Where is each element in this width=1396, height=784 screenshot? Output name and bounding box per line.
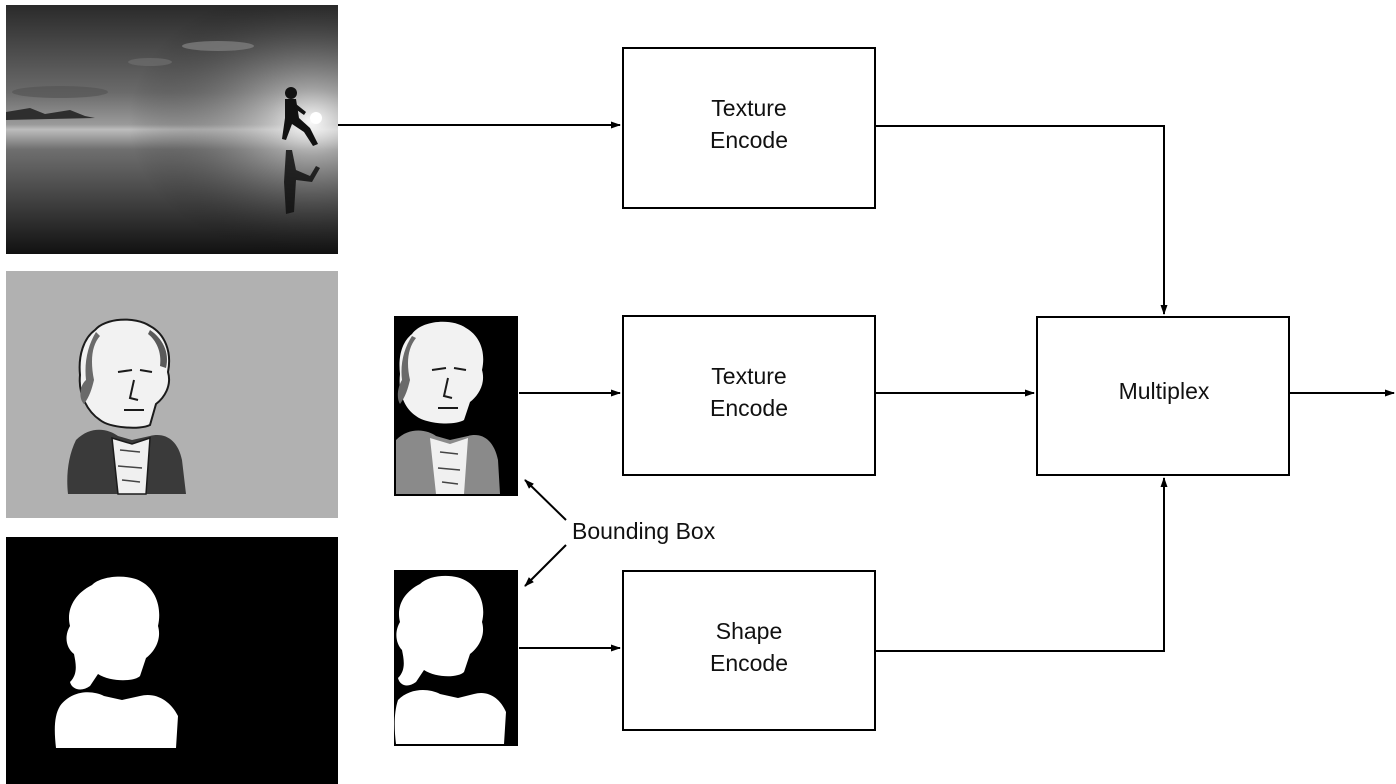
multiplex-box: Multiplex xyxy=(1036,316,1290,476)
texture-encode-box-middle: Texture Encode xyxy=(622,315,876,476)
arrow-top-encode-to-multiplex xyxy=(875,125,1168,315)
arrow-bounding-box-to-mask xyxy=(524,544,567,587)
shape-mask-bounding-box-crop xyxy=(394,570,518,746)
texture-encode-mid-line1: Texture xyxy=(711,363,786,389)
shape-encode-line2: Encode xyxy=(710,650,788,676)
arrow-bounding-box-to-portrait xyxy=(524,479,567,521)
texture-encode-top-line2: Encode xyxy=(710,127,788,153)
portrait-gray-background-image xyxy=(6,271,338,518)
beach-runner-photo xyxy=(6,5,338,254)
texture-encode-top-line1: Texture xyxy=(711,95,786,121)
texture-encode-mid-line2: Encode xyxy=(710,395,788,421)
arrow-shape-encode-to-multiplex xyxy=(875,477,1168,652)
washington-portrait-figure xyxy=(67,318,186,495)
multiplex-label: Multiplex xyxy=(1119,378,1210,404)
texture-encode-box-top: Texture Encode xyxy=(622,47,876,209)
portrait-bounding-box-crop xyxy=(394,316,518,496)
shape-encode-line1: Shape xyxy=(716,618,783,644)
shape-mask-full-image xyxy=(6,537,338,784)
bounding-box-label: Bounding Box xyxy=(572,518,716,544)
shape-encode-box: Shape Encode xyxy=(622,570,876,731)
